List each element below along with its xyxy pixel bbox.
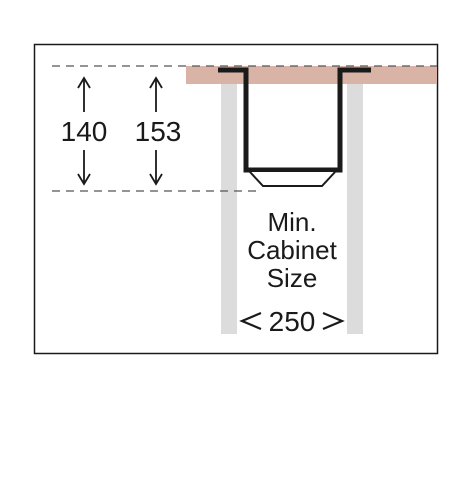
cabinet-label-line3: Size (267, 263, 318, 293)
sink-drain (249, 171, 336, 187)
cabinet-label-line1: Min. (267, 207, 316, 237)
depth-value-153: 153 (135, 116, 182, 147)
cabinet-left-wall (221, 84, 237, 334)
sink-bowl (218, 67, 371, 173)
countertop (186, 66, 437, 84)
depth-arrow-153 (149, 76, 163, 186)
width-arrow-250 (239, 311, 345, 331)
depth-value-140: 140 (61, 116, 108, 147)
cabinet-right-wall (347, 84, 363, 334)
cabinet-label-line2: Cabinet (247, 235, 337, 265)
width-value-250: 250 (269, 306, 316, 337)
depth-arrow-140 (77, 76, 91, 186)
